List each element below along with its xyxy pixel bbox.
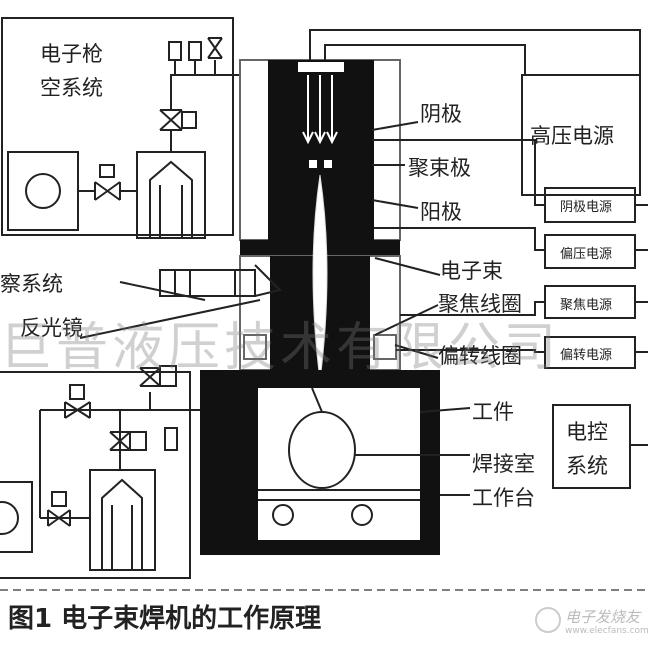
label-focusing-electrode: 聚束极 [408,156,471,180]
pump-icon [25,173,61,209]
bias-supply-box [544,234,636,269]
caption: 图1 电子束焊机的工作原理 [8,604,322,634]
valve-icon [94,181,121,201]
label-deflection-supply: 偏转电源 [560,348,613,363]
label-bias-supply: 偏压电源 [560,247,613,262]
label-observation: 察系统 [0,272,63,296]
logo-text: 电子发烧友 [565,608,641,626]
label-control-2: 系统 [566,454,608,478]
diffusion-pump-icon [149,160,193,238]
label-reflector: 反光镜 [20,316,83,340]
label-cathode-supply: 阴极电源 [560,200,613,215]
hv-supply-box [521,74,641,196]
tank [136,151,206,239]
valve-actuator [99,164,115,178]
label-worktable: 工作台 [472,486,535,510]
logo-url: www.elecfans.com [565,626,649,636]
label-weld-chamber: 焊接室 [472,452,535,476]
gun-vacuum-box [1,17,234,236]
label-focus-coil: 聚焦线圈 [438,292,522,316]
logo-icon [535,607,561,633]
label-gun-vacuum-2: 空系统 [40,76,103,100]
valve-icon [159,74,240,152]
label-focus-supply: 聚焦电源 [560,298,613,313]
label-anode: 阳极 [420,200,462,224]
label-workpiece: 工件 [472,400,514,424]
label-hv-supply: 高压电源 [530,124,614,148]
label-cathode: 阴极 [420,102,462,126]
label-control: 电控 [566,420,608,444]
label-gun-vacuum: 电子枪 [40,42,103,66]
chamber-vacuum-box [0,371,191,579]
pump-box [7,151,79,231]
label-electron-beam: 电子束 [440,259,503,283]
watermark: 巨普液压技术有限公司 [0,318,561,378]
control-system-box [552,404,631,489]
label-deflection-coil: 偏转线圈 [438,344,522,368]
